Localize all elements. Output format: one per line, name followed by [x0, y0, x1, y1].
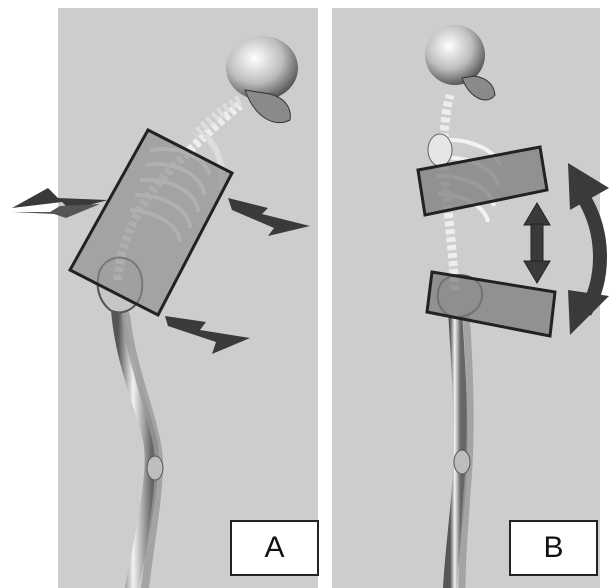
jaw-a: [245, 90, 290, 123]
skull-a: [226, 36, 298, 100]
panel-a-label: A: [230, 520, 319, 576]
panel-b-label: B: [509, 520, 598, 576]
brace-a: [70, 130, 232, 315]
curved-double-arrow: [568, 163, 609, 335]
leg-b: [450, 310, 461, 588]
lightning-arrow-right-lower: [165, 316, 250, 354]
shoulder-b: [428, 134, 452, 166]
vertical-double-arrow: [524, 203, 550, 283]
skeleton-a: [98, 36, 298, 588]
lightning-arrow-right-upper: [228, 198, 310, 236]
jaw-b: [462, 76, 495, 100]
knee-a: [147, 456, 163, 480]
knee-b: [454, 450, 470, 474]
